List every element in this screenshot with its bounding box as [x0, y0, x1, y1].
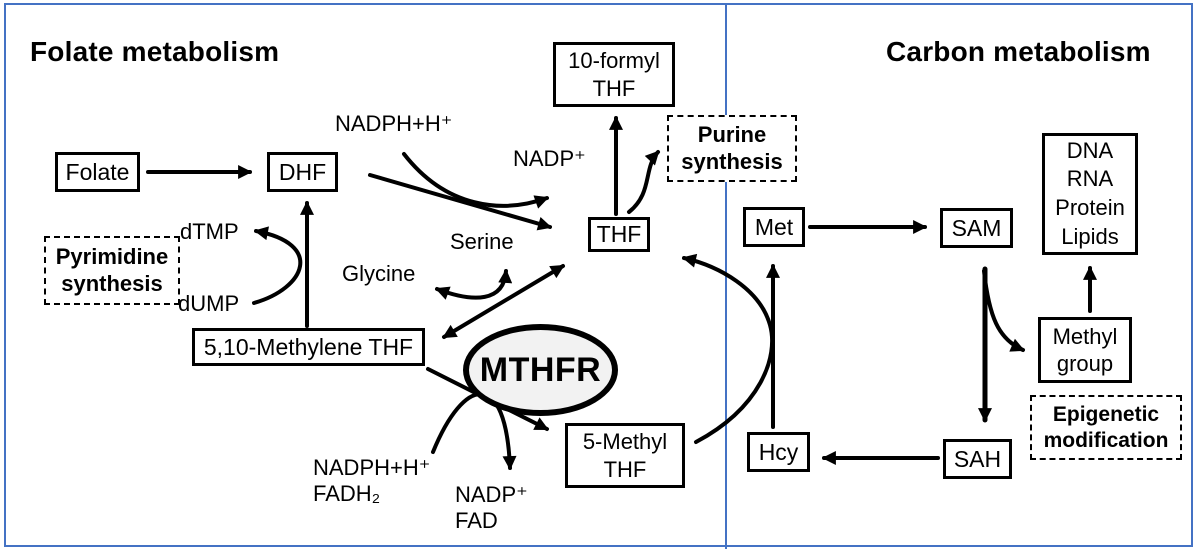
label-dump: dUMP — [178, 291, 240, 316]
arrow-dhf-to-thf — [368, 173, 553, 231]
label-glycine: Glycine — [342, 261, 416, 286]
folate-panel-title: Folate metabolism — [30, 36, 280, 67]
label-nadp-fad: NADP⁺ FAD — [455, 482, 528, 534]
node-hcy: Hcy — [747, 432, 810, 472]
arrow-methylthf-to-thf — [681, 253, 775, 444]
label-nadph-fadh2: NADPH+H⁺ FADH₂ — [313, 455, 431, 507]
process-epigenetic-modification: Epigenetic modification — [1030, 395, 1182, 460]
node-5-10-methylene-thf: 5,10-Methylene THF — [192, 328, 425, 366]
node-sam: SAM — [940, 208, 1013, 248]
process-pyrimidine-synthesis: Pyrimidine synthesis — [44, 236, 180, 305]
node-thf: THF — [588, 217, 650, 252]
node-dhf: DHF — [267, 152, 338, 192]
arrow-serine-glycine-bidirectional — [435, 268, 513, 300]
label-serine: Serine — [450, 229, 514, 254]
panel-frame — [4, 3, 1193, 547]
arrow-nadph-to-nadp-top — [402, 152, 549, 209]
label-nadph-h: NADPH+H⁺ — [335, 111, 453, 136]
node-dna-rna-protein-lipids: DNA RNA Protein Lipids — [1042, 133, 1138, 255]
arrow-thf-to-purine — [627, 150, 660, 214]
label-dtmp: dTMP — [180, 219, 239, 244]
label-nadp: NADP⁺ — [513, 146, 586, 171]
arrow-dump-to-dtmp — [252, 226, 303, 305]
node-folate: Folate — [55, 152, 140, 192]
carbon-panel-title: Carbon metabolism — [886, 36, 1151, 67]
node-sah: SAH — [943, 439, 1012, 479]
enzyme-mthfr: MTHFR — [463, 324, 618, 416]
arrow-sam-to-methylgroup — [982, 269, 1025, 352]
node-met: Met — [743, 207, 805, 247]
node-10-formyl-thf: 10-formyl THF — [553, 42, 675, 107]
node-methyl-group: Methyl group — [1038, 317, 1132, 383]
arrow-thf-methylene-bidirectional — [442, 264, 565, 339]
process-purine-synthesis: Purine synthesis — [667, 115, 797, 182]
node-5-methyl-thf: 5-Methyl THF — [565, 423, 685, 488]
